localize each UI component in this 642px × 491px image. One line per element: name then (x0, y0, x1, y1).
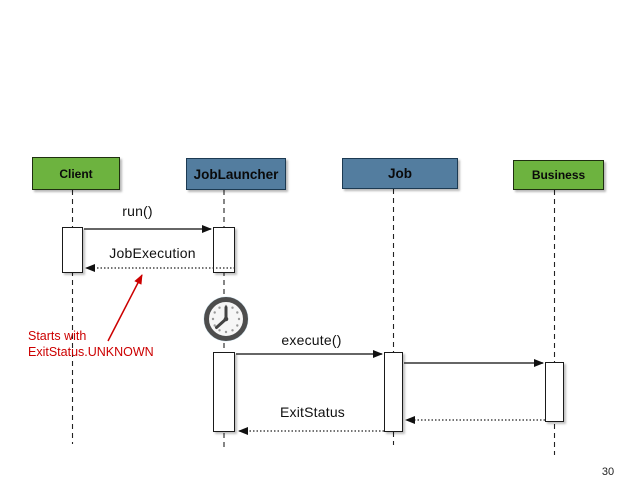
message-exitstatus-label: ExitStatus (279, 404, 346, 420)
annotation-text: Starts with ExitStatus.UNKNOWN (28, 328, 154, 360)
participant-business: Business (513, 160, 604, 190)
clock-icon (203, 296, 249, 342)
page-number: 30 (601, 466, 615, 478)
participant-business-label: Business (531, 168, 586, 182)
participant-job-label: Job (387, 166, 412, 181)
activation-joblauncher-2 (213, 352, 235, 432)
message-jobexecution-label: JobExecution (109, 245, 196, 261)
annotation-line-2: ExitStatus.UNKNOWN (28, 345, 154, 359)
participant-client: Client (32, 157, 120, 190)
participant-client-label: Client (59, 166, 93, 181)
activation-client (62, 227, 83, 273)
participant-job: Job (342, 158, 458, 189)
annotation-line-1: Starts with (28, 329, 87, 343)
activation-business (545, 362, 564, 422)
message-run-label: run() (122, 203, 153, 219)
participant-joblauncher-label: JobLauncher (193, 166, 279, 182)
activation-job (384, 352, 403, 432)
participant-joblauncher: JobLauncher (186, 158, 286, 190)
message-execute-label: execute() (281, 332, 342, 348)
annotation-arrow (107, 274, 143, 342)
activation-joblauncher-1 (213, 227, 235, 273)
